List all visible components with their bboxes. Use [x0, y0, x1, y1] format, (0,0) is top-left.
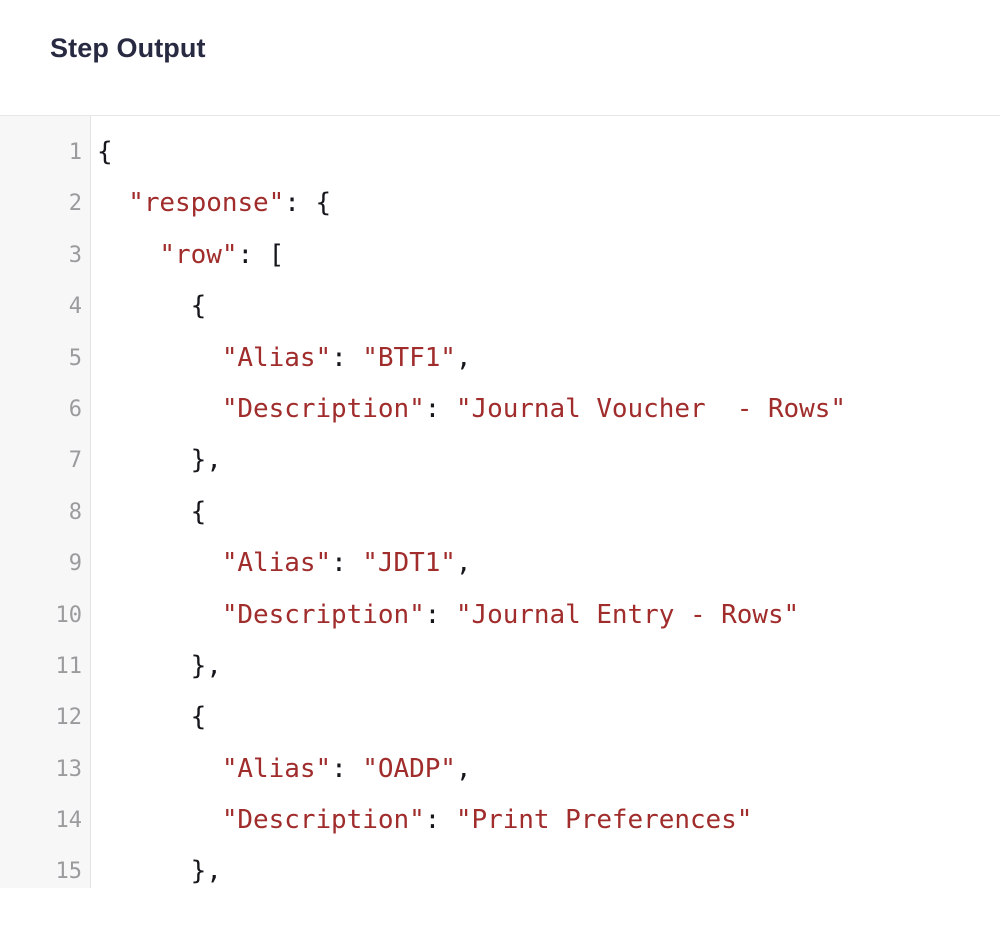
page-title: Step Output [50, 33, 206, 63]
line-number: 9 [68, 551, 82, 577]
code-scroll-region[interactable]: 1{2 "response": {3 "row": [4 {5 "Alias":… [0, 116, 1000, 888]
line-number: 14 [55, 808, 83, 834]
line-content[interactable]: "row": [ [97, 230, 284, 281]
code-line: 3 "row": [ [0, 230, 1000, 281]
token-punc [97, 805, 222, 835]
line-content[interactable]: "Alias": "OADP", [97, 744, 472, 795]
token-punc: }, [97, 856, 222, 887]
token-str: "JDT1" [362, 548, 456, 579]
line-content[interactable]: }, [97, 435, 222, 486]
line-content[interactable]: { [97, 692, 207, 743]
line-number: 11 [55, 653, 83, 679]
token-punc: { [97, 702, 207, 733]
token-punc: : { [284, 188, 332, 219]
token-str: "Journal Voucher - Rows" [455, 393, 846, 424]
token-punc: { [97, 496, 207, 527]
token-str: "Journal Entry - Rows" [455, 599, 800, 630]
code-line: 5 "Alias": "BTF1", [0, 333, 1000, 384]
line-content[interactable]: }, [97, 641, 222, 692]
token-punc: , [455, 548, 472, 579]
line-content[interactable]: { [97, 281, 207, 332]
token-punc: }, [97, 650, 222, 681]
line-content[interactable]: { [97, 487, 207, 538]
line-content[interactable]: { [97, 127, 113, 178]
token-punc: }, [97, 445, 222, 476]
code-line: 7 }, [0, 435, 1000, 486]
token-punc: , [455, 342, 472, 373]
line-number: 10 [55, 602, 83, 628]
token-punc: : [424, 599, 456, 630]
line-content[interactable]: "Alias": "JDT1", [97, 538, 472, 589]
token-punc [97, 240, 159, 270]
token-punc: : [331, 548, 363, 579]
code-line: 15 }, [0, 846, 1000, 888]
token-punc [97, 394, 222, 424]
line-number: 8 [68, 499, 82, 525]
token-str: "Print Preferences" [455, 805, 753, 836]
line-number: 4 [68, 294, 82, 320]
line-content[interactable]: "Alias": "BTF1", [97, 333, 472, 384]
token-punc [97, 188, 128, 218]
token-key: "Alias" [221, 548, 332, 579]
token-key: "response" [128, 188, 285, 219]
token-key: "Description" [221, 393, 425, 424]
token-punc: : [424, 393, 456, 424]
line-content[interactable]: }, [97, 846, 222, 888]
line-number: 3 [68, 242, 82, 268]
token-key: "Alias" [221, 342, 332, 373]
token-punc [97, 754, 222, 784]
code-line: 6 "Description": "Journal Voucher - Rows… [0, 384, 1000, 435]
token-punc: : [331, 753, 363, 784]
line-content[interactable]: "Description": "Journal Voucher - Rows" [97, 384, 846, 435]
line-number-gutter [0, 116, 91, 888]
code-line: 12 { [0, 692, 1000, 743]
code-line: 9 "Alias": "JDT1", [0, 538, 1000, 589]
page-header: Step Output [0, 0, 1000, 115]
code-line: 2 "response": { [0, 178, 1000, 229]
code-line: 1{ [0, 127, 1000, 178]
code-lines: 1{2 "response": {3 "row": [4 {5 "Alias":… [0, 127, 1000, 888]
code-line: 10 "Description": "Journal Entry - Rows" [0, 590, 1000, 641]
token-punc: { [97, 137, 113, 167]
line-content[interactable]: "Description": "Journal Entry - Rows" [97, 590, 799, 641]
token-punc: : [331, 342, 363, 373]
token-str: "OADP" [362, 753, 456, 784]
code-line: 11 }, [0, 641, 1000, 692]
token-key: "Description" [221, 805, 425, 836]
token-key: "Alias" [221, 753, 332, 784]
line-content[interactable]: "Description": "Print Preferences" [97, 795, 753, 846]
line-number: 6 [68, 396, 82, 422]
line-number: 12 [55, 705, 83, 731]
token-str: "BTF1" [362, 342, 456, 373]
token-punc: : [424, 805, 456, 836]
token-punc [97, 343, 222, 373]
line-number: 5 [68, 345, 82, 371]
code-line: 13 "Alias": "OADP", [0, 744, 1000, 795]
line-content[interactable]: "response": { [97, 178, 331, 229]
token-punc: , [455, 753, 472, 784]
line-number: 2 [68, 191, 82, 217]
token-punc [97, 600, 222, 630]
token-key: "row" [159, 239, 238, 270]
code-line: 4 { [0, 281, 1000, 332]
token-punc: { [97, 291, 207, 322]
token-punc: : [ [237, 239, 285, 270]
line-number: 15 [55, 859, 83, 885]
token-punc [97, 548, 222, 578]
step-output-code-block: 1{2 "response": {3 "row": [4 {5 "Alias":… [0, 115, 1000, 888]
line-number: 1 [68, 140, 82, 165]
line-number: 7 [68, 448, 82, 474]
line-number: 13 [55, 756, 83, 782]
code-line: 14 "Description": "Print Preferences" [0, 795, 1000, 846]
token-key: "Description" [221, 599, 425, 630]
code-line: 8 { [0, 487, 1000, 538]
